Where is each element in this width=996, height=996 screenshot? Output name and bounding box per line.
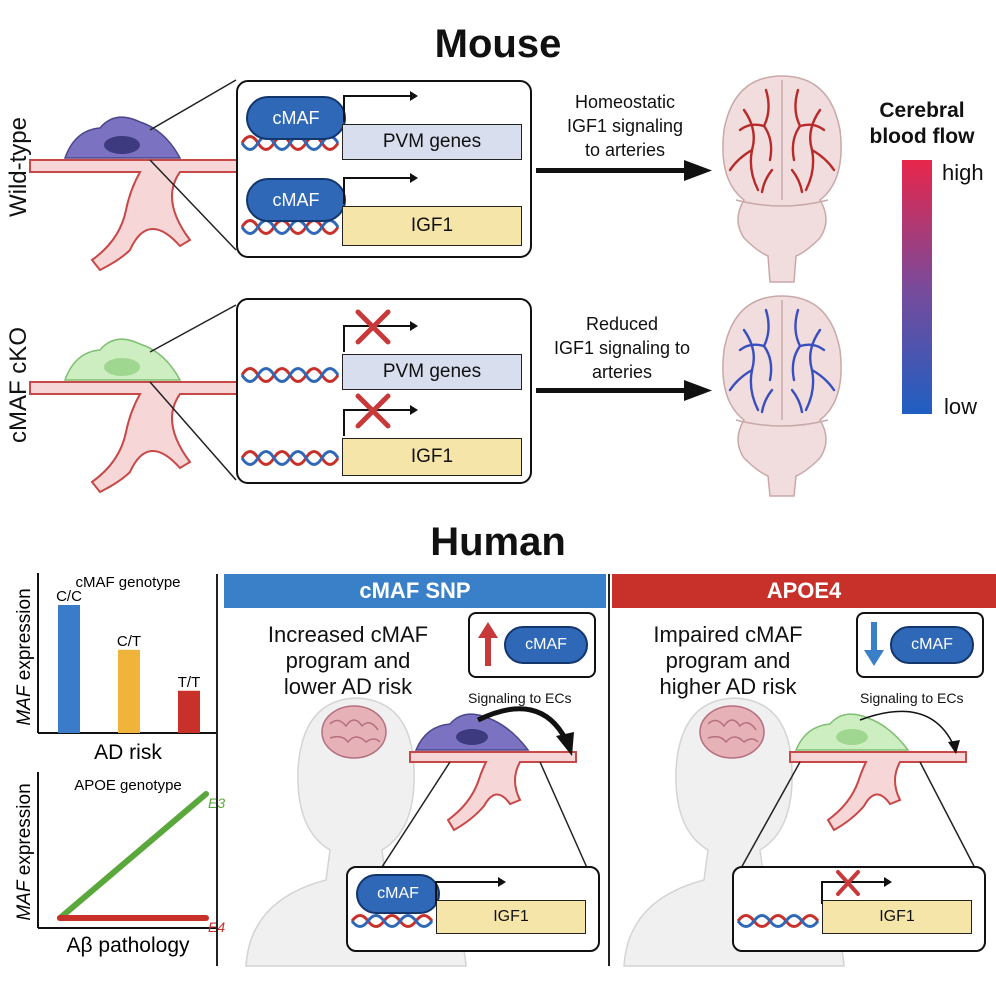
snp-promoter-arrow [435, 877, 506, 904]
cbf-high-label: high [942, 160, 984, 185]
cko-promoter-arrow-1 [343, 309, 418, 352]
cko-signaling-text: Reduced IGF1 signaling to arteries [530, 312, 714, 384]
apoe-text-line-3: higher AD risk [659, 674, 797, 699]
cko-signal-arrow [536, 380, 712, 401]
snp-tf-pill: cMAF [356, 874, 440, 914]
snp-brain-icon [321, 705, 387, 759]
cko-signaling-line-2: IGF1 signaling to [553, 338, 691, 358]
cko-mouse-brain [722, 295, 842, 497]
cko-dna-1 [240, 367, 340, 383]
cko-igf1: IGF1 [342, 438, 522, 476]
middle-divider [608, 574, 610, 966]
human-title: Human [430, 520, 566, 564]
bar-chart-ylabel-italic: MAF [14, 684, 35, 726]
line-chart: APOE genotype E3E4 MAF expression Aβ pat… [14, 772, 225, 957]
wt-signaling-line-3: to arteries [584, 140, 666, 160]
bar-chart-ylabel-rest: expression [14, 588, 35, 685]
wt-dna-2 [240, 219, 340, 235]
cko-cell [63, 338, 182, 381]
line-chart-title: APOE genotype [74, 777, 182, 794]
bar-chart-xlabel: AD risk [94, 741, 162, 764]
line-chart-ylabel-rest: expression [14, 783, 35, 880]
bar-C-C [58, 605, 80, 733]
snp-signal-label: Signaling to ECs [468, 690, 572, 706]
snp-igf1: IGF1 [436, 900, 586, 934]
cko-signaling-line-1: Reduced [585, 314, 659, 334]
apoe-igf1: IGF1 [822, 900, 972, 934]
wt-igf1: IGF1 [342, 206, 522, 246]
cko-promoter-arrow-2 [343, 393, 418, 436]
apoe-cmaf-pill: cMAF [890, 626, 974, 664]
down-arrow-icon [864, 622, 884, 666]
mouse-title: Mouse [434, 22, 562, 66]
cko-dna-2 [240, 450, 340, 466]
cko-vessel [29, 381, 241, 494]
wt-cell [63, 116, 182, 159]
left-divider [216, 574, 218, 966]
line-chart-ylabel-italic: MAF [14, 879, 35, 921]
bar-C-T [118, 649, 140, 733]
cbf-title: Cerebral blood flow [852, 98, 992, 150]
bar-chart: cMAF genotype C/C C/T T/T MAF expression A… [14, 573, 218, 764]
snp-text-line-2: program and [285, 648, 411, 673]
wt-vessel [29, 159, 241, 272]
wt-dna-1 [240, 135, 340, 151]
cbf-title-line-2: blood flow [869, 125, 975, 148]
wt-cmaf-pill-2: cMAF [246, 178, 346, 222]
bar-chart-title: cMAF genotype [75, 574, 180, 591]
cko-signaling-line-3: arteries [591, 362, 653, 382]
apoe-text: Impaired cMAF program and higher AD risk [628, 622, 828, 700]
cko-pvm-genes: PVM genes [342, 354, 522, 390]
apoe-band: APOE4 [612, 574, 996, 608]
snp-text: Increased cMAF program and lower AD risk [248, 622, 448, 700]
snp-band: cMAF SNP [224, 574, 606, 608]
wt-cmaf-pill-1: cMAF [246, 96, 346, 140]
cbf-gradient-bar [902, 160, 932, 414]
wt-signaling-text: Homeostatic IGF1 signaling to arteries [540, 90, 710, 162]
wt-promoter-arrow-2 [343, 173, 418, 204]
wt-signal-arrow [536, 160, 712, 181]
cbf-title-line-1: Cerebral [879, 99, 965, 122]
line-chart-xlabel: Aβ pathology [67, 934, 190, 957]
wt-mouse-brain [722, 75, 842, 283]
snp-dna [350, 914, 434, 928]
snp-cell-vessel [379, 706, 589, 871]
cbf-low-label: low [944, 394, 978, 419]
snp-text-line-3: lower AD risk [283, 674, 413, 699]
apoe-signal-label: Signaling to ECs [860, 690, 964, 706]
apoe-promoter-arrow [821, 870, 892, 904]
snp-cmaf-pill: cMAF [504, 626, 588, 664]
bar-label-C-T: C/T [117, 633, 141, 650]
up-arrow-icon [478, 622, 498, 666]
line-series-E3 [57, 791, 209, 921]
apoe-dna [736, 914, 820, 928]
apoe-text-line-2: program and [665, 648, 791, 673]
apoe-cell-vessel [739, 710, 977, 871]
wt-promoter-arrow-1 [343, 91, 418, 122]
bar-label-C-C: C/C [56, 588, 82, 605]
bar-chart-ylabel: MAF expression [14, 588, 35, 725]
mouse-vessels [29, 79, 241, 494]
wt-signaling-line-1: Homeostatic [574, 92, 676, 112]
bar-label-T-T: T/T [178, 674, 201, 691]
wt-pvm-genes: PVM genes [342, 124, 522, 160]
wt-signaling-line-2: IGF1 signaling [566, 116, 684, 136]
bar-T-T [178, 690, 200, 733]
apoe-brain-icon [699, 705, 765, 759]
line-chart-ylabel: MAF expression [14, 783, 35, 920]
snp-text-line-1: Increased cMAF [267, 622, 429, 647]
apoe-text-line-1: Impaired cMAF [653, 622, 803, 647]
